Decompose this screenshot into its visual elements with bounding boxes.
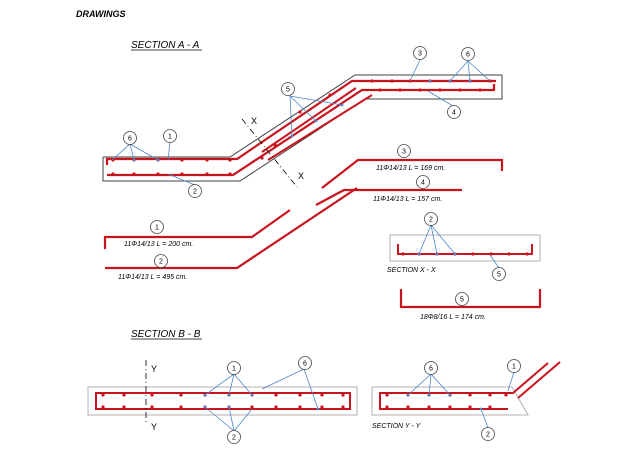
callout-5-schedule: 5 (455, 292, 469, 306)
svg-text:6: 6 (429, 366, 433, 373)
svg-text:3: 3 (418, 51, 422, 58)
callout-4-schedule: 4 (416, 175, 430, 189)
svg-text:4: 4 (452, 110, 456, 117)
bar-3-shape (321, 158, 504, 189)
bar-5-shape (399, 289, 542, 309)
svg-text:6: 6 (466, 52, 470, 59)
cut-mark-y-top: Y (151, 364, 157, 374)
section-aa-title: SECTION A - A (131, 40, 200, 51)
bar-1-shape (103, 209, 291, 249)
bar-3-spec: 11Φ14/13 L = 169 cm. (376, 165, 445, 172)
drawings-title: DRAWINGS (76, 9, 126, 19)
callout-1-aa: 1 (163, 129, 177, 143)
bar-4-shape (315, 188, 462, 206)
section-yy-title: SECTION Y - Y (372, 423, 422, 430)
svg-text:4: 4 (421, 180, 425, 187)
callout-2-xx: 2 (424, 212, 438, 226)
callout-3-aa: 3 (413, 46, 427, 60)
svg-text:3: 3 (402, 149, 406, 156)
section-aa-drawing (102, 59, 503, 188)
section-yy-drawing (371, 361, 561, 429)
callout-4-aa: 4 (447, 105, 461, 119)
callout-2-schedule: 2 (154, 254, 168, 268)
cut-mark-x-bottom: X (298, 171, 304, 181)
cut-mark-y-bottom: Y (151, 422, 157, 432)
bar-2-spec: 11Φ14/13 L = 495 cm. (118, 274, 187, 281)
svg-text:1: 1 (155, 225, 159, 232)
svg-text:5: 5 (497, 272, 501, 279)
svg-text:6: 6 (128, 136, 132, 143)
callout-6-yy: 6 (424, 361, 438, 375)
svg-text:2: 2 (193, 189, 197, 196)
section-xx-title: SECTION X - X (387, 267, 436, 274)
section-bb-drawing (87, 360, 358, 432)
bar-2-shape (105, 187, 358, 270)
svg-text:2: 2 (486, 432, 490, 439)
svg-text:2: 2 (159, 259, 163, 266)
svg-text:1: 1 (232, 366, 236, 373)
svg-text:2: 2 (232, 435, 236, 442)
callout-3-schedule: 3 (397, 144, 411, 158)
svg-text:1: 1 (168, 134, 172, 141)
cut-mark-x-top: X (251, 116, 257, 126)
callout-2-aa: 2 (188, 184, 202, 198)
callout-1-bb: 1 (227, 361, 241, 375)
svg-text:1: 1 (512, 364, 516, 371)
callout-2-bb: 2 (227, 430, 241, 444)
svg-text:5: 5 (460, 297, 464, 304)
bar-5-spec: 18Φ8/16 L = 174 cm. (420, 314, 486, 321)
bar-1-spec: 11Φ14/13 L = 200 cm. (124, 241, 193, 248)
svg-text:5: 5 (286, 87, 290, 94)
callout-6-aa-right: 6 (461, 47, 475, 61)
callout-6-aa: 6 (123, 131, 137, 145)
callout-6-bb: 6 (298, 356, 312, 370)
bar-4-spec: 11Φ14/13 L = 157 cm. (373, 196, 442, 203)
svg-text:2: 2 (429, 217, 433, 224)
callout-2-yy: 2 (481, 427, 495, 441)
callout-1-schedule: 1 (150, 220, 164, 234)
callout-5-xx: 5 (492, 267, 506, 281)
svg-text:6: 6 (303, 361, 307, 368)
callout-5-aa: 5 (281, 82, 295, 96)
callout-1-yy: 1 (507, 359, 521, 373)
section-bb-title: SECTION B - B (131, 329, 201, 340)
section-xx-drawing (389, 224, 541, 269)
